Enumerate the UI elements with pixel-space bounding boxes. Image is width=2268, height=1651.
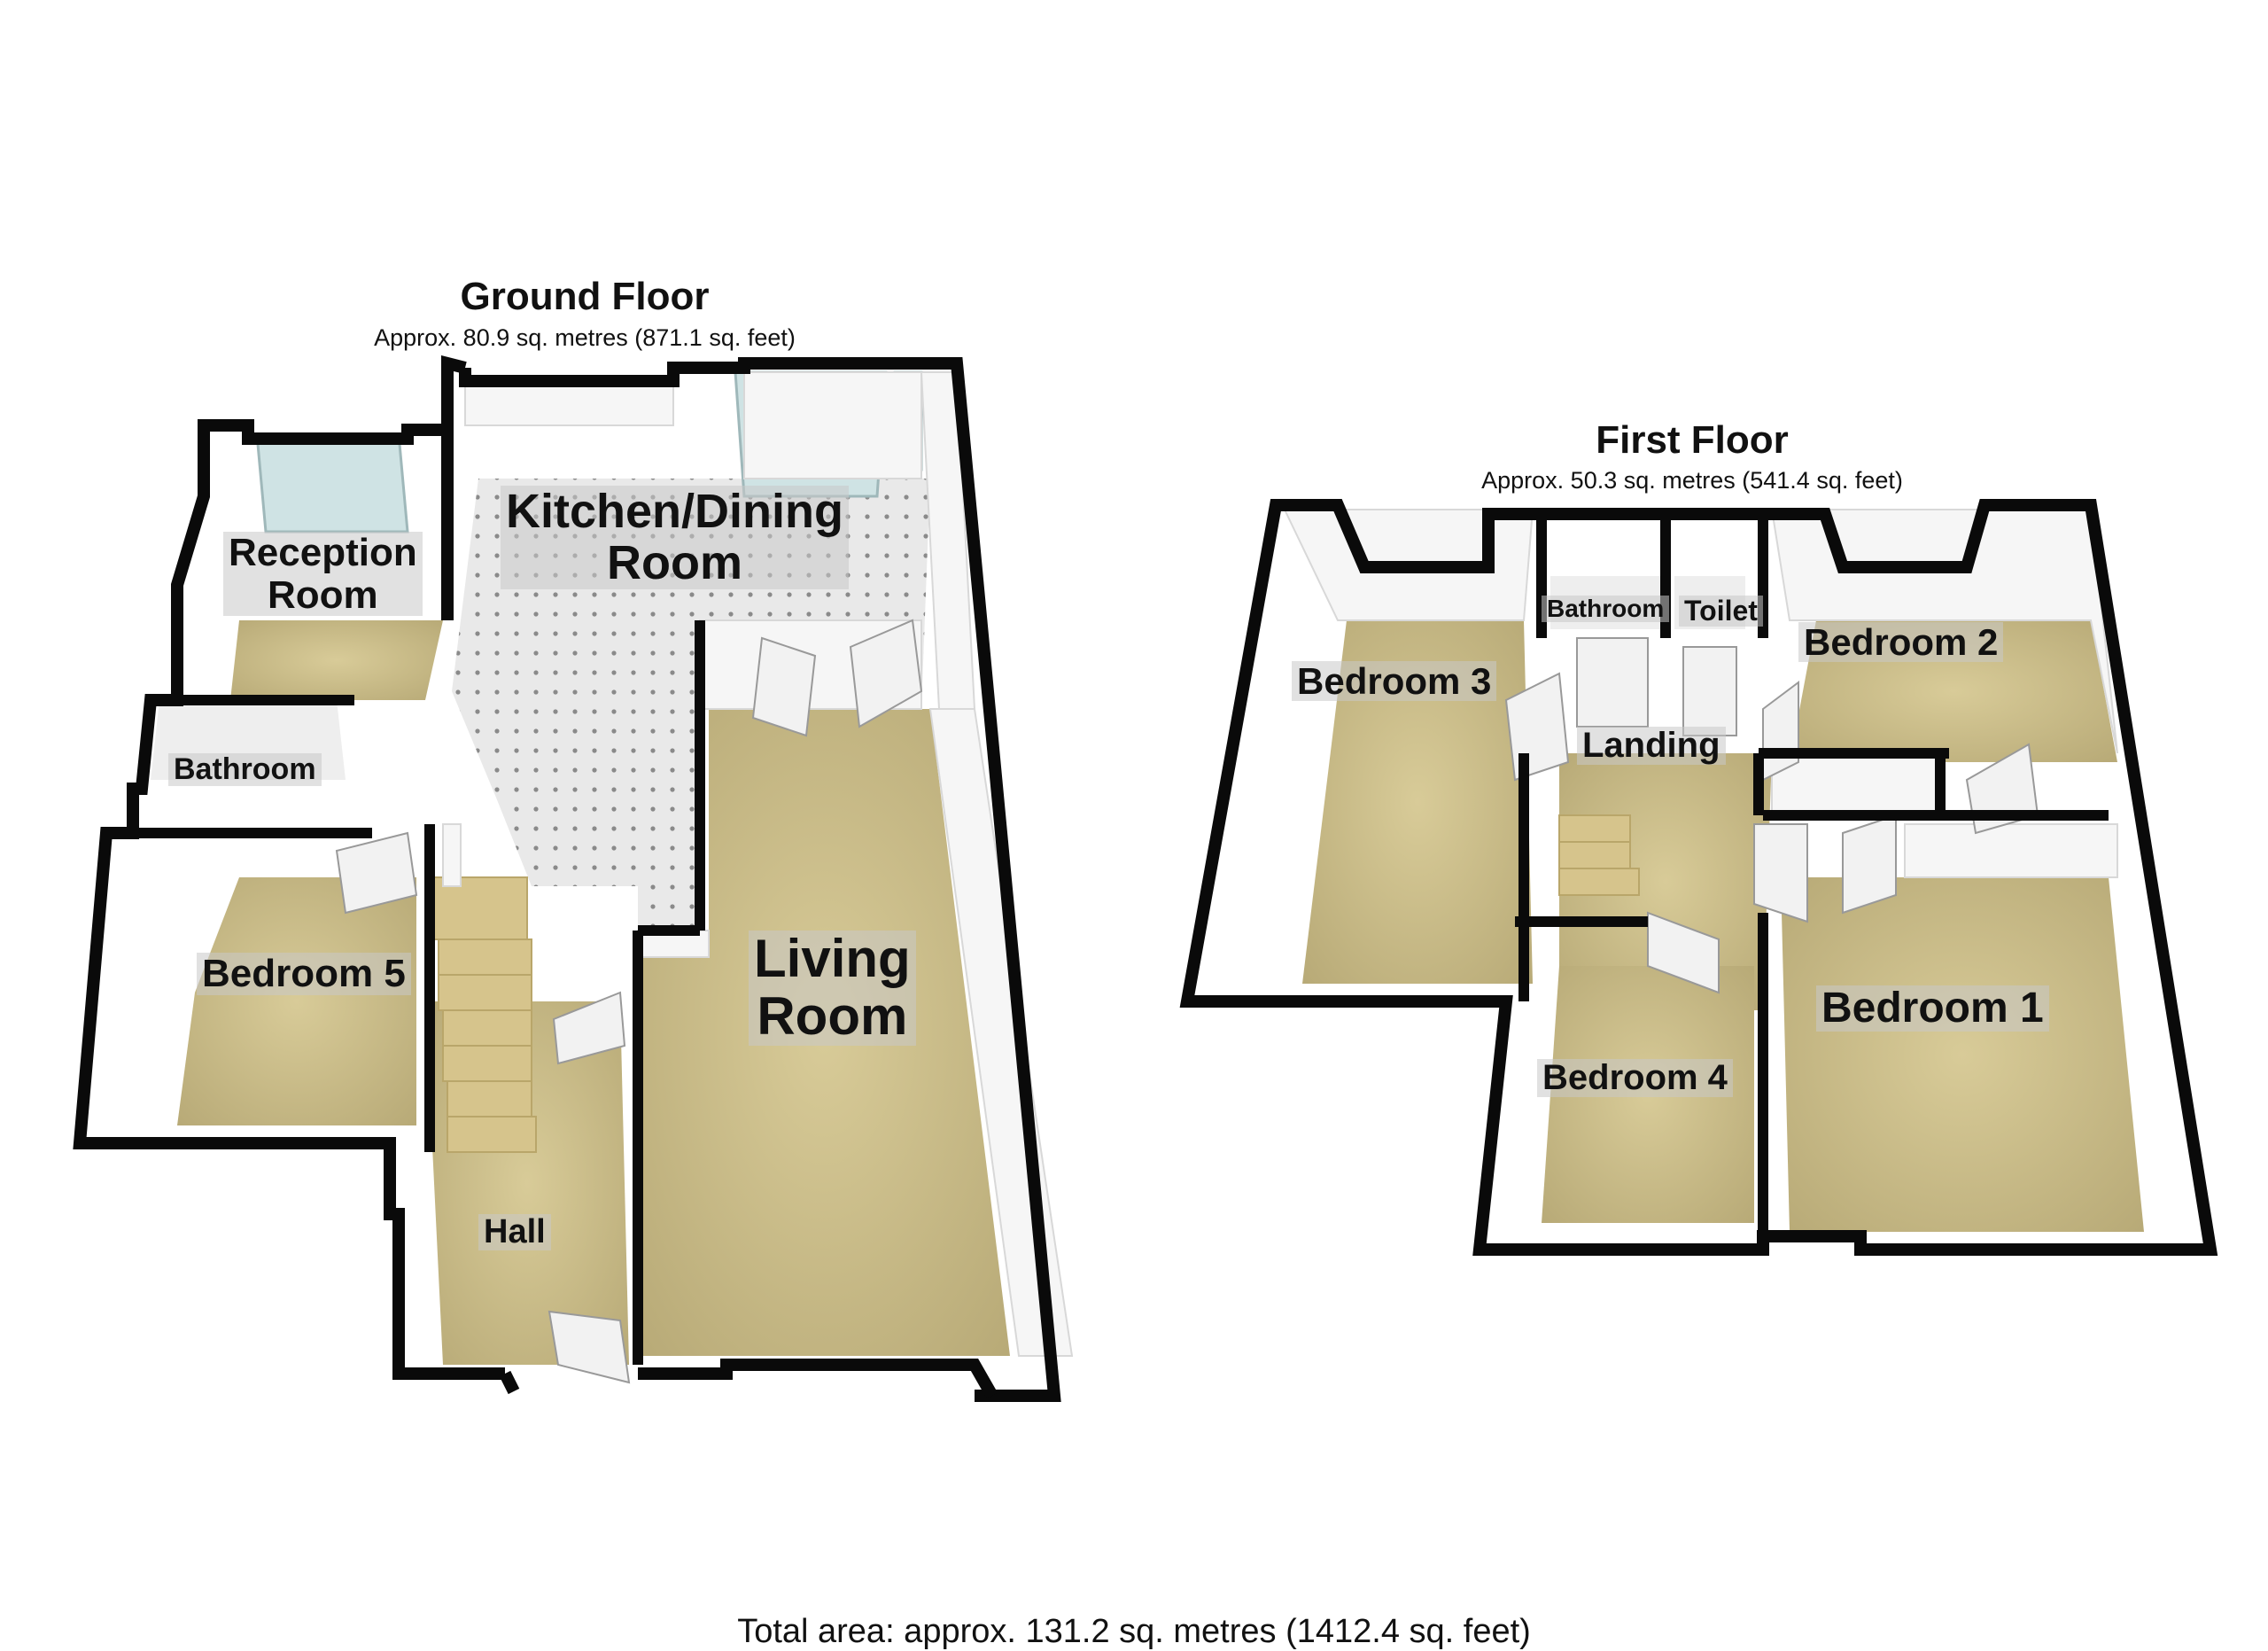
ground-doors: [335, 619, 923, 1384]
room-label-landing: Landing: [1577, 726, 1726, 766]
room-label-kitchen-dining: Kitchen/Dining Room: [501, 486, 849, 589]
ground-stairs: [429, 876, 537, 1153]
total-area: Total area: approx. 131.2 sq. metres (14…: [737, 1613, 1531, 1650]
first-floor-area: Approx. 50.3 sq. metres (541.4 sq. feet): [1481, 467, 1903, 494]
room-label-hall: Hall: [478, 1213, 551, 1251]
ground-floor-title: Ground Floor: [460, 275, 710, 318]
room-label-toilet: Toilet: [1679, 596, 1763, 627]
room-label-bedroom3: Bedroom 3: [1292, 661, 1497, 701]
first-floor-title: First Floor: [1596, 418, 1789, 462]
room-label-bedroom5: Bedroom 5: [197, 953, 411, 995]
room-label-bedroom2: Bedroom 2: [1798, 622, 2004, 662]
room-label-reception: Reception Room: [223, 532, 423, 617]
ground-inner-walls: [133, 620, 705, 1365]
bedroom3-floor: [1302, 620, 1533, 984]
room-label-bedroom1: Bedroom 1: [1816, 985, 2049, 1032]
bedroom1-floor: [1781, 877, 2144, 1232]
room-label-bedroom4: Bedroom 4: [1537, 1058, 1733, 1098]
room-label-first-bathroom: Bathroom: [1542, 595, 1670, 623]
ground-floor-area: Approx. 80.9 sq. metres (871.1 sq. feet): [374, 324, 796, 351]
bedroom5-floor: [177, 877, 416, 1125]
ground-walls: [73, 355, 1061, 1402]
first-inner-walls: [1515, 514, 2109, 1236]
room-label-living: Living Room: [749, 930, 916, 1046]
kitchen-dining-floor: [452, 479, 930, 939]
first-stairs: [1558, 814, 1640, 896]
reception-floor: [230, 620, 443, 700]
first-walls: [1179, 499, 2218, 1256]
room-label-ground-bathroom: Bathroom: [168, 753, 322, 786]
